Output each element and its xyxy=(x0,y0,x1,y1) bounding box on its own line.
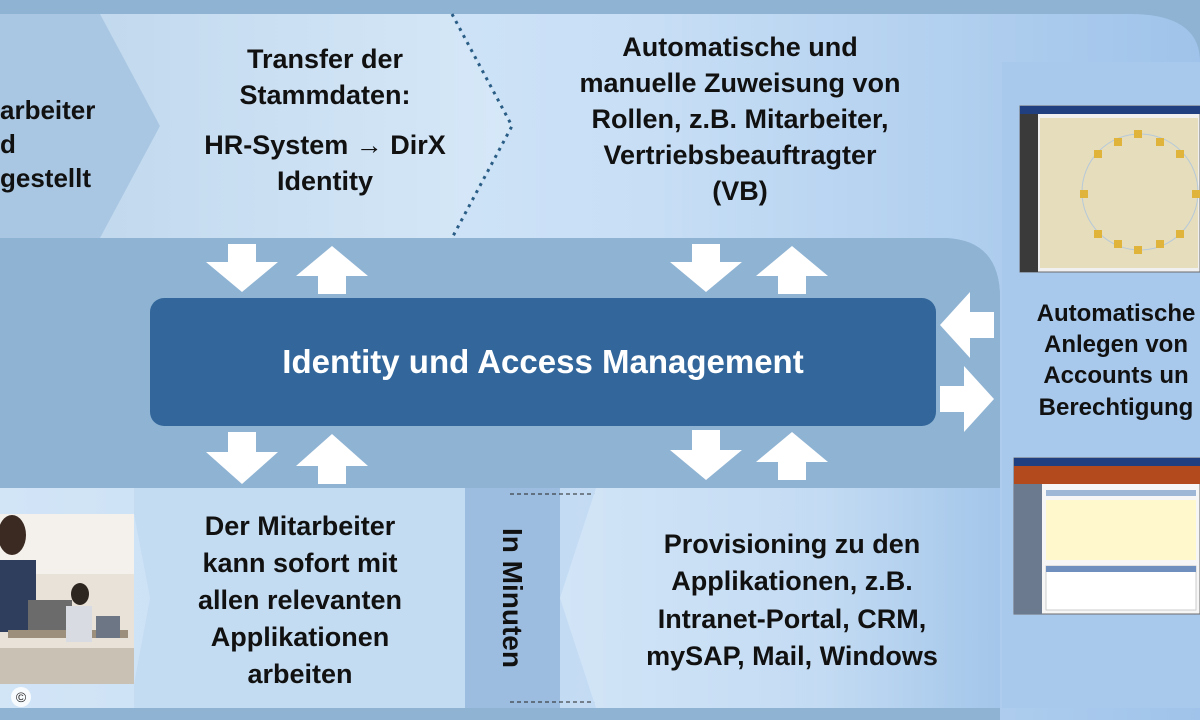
arrow-down-tr xyxy=(670,244,742,292)
employee-text: Der Mitarbeiter kann sofort mit allen re… xyxy=(150,508,450,693)
arrows xyxy=(206,244,994,484)
employee-line-5: arbeiten xyxy=(247,658,353,689)
employee-line-1: Der Mitarbeiter xyxy=(204,511,396,541)
employee-chevron xyxy=(134,488,465,708)
provisioning-chevron xyxy=(560,488,1000,708)
arrow-down-tl xyxy=(206,244,278,292)
right-line-1: Automatische xyxy=(1036,300,1196,327)
roles-text: Automatische und manuelle Zuweisung von … xyxy=(520,30,960,210)
transfer-chevron xyxy=(100,14,512,238)
arrow-up-bl xyxy=(296,434,368,484)
provisioning-line-4: mySAP, Mail, Windows xyxy=(646,640,938,671)
provisioning-line-2: Applikationen, z.B. xyxy=(671,566,913,597)
provisioning-line-3: Intranet-Portal, CRM, xyxy=(657,603,927,634)
transfer-system: HR-System → DirX xyxy=(204,129,446,160)
right-line-2: Anlegen von xyxy=(1043,331,1188,359)
left-chevron-top xyxy=(0,14,160,238)
roles-line-2: manuelle Zuweisung von xyxy=(579,67,901,98)
right-line-4: Berechtigung xyxy=(1038,393,1194,421)
transfer-line-2: Stammdaten: xyxy=(239,79,411,110)
role-graph-screenshot xyxy=(1019,105,1200,273)
right-line-3: Accounts un xyxy=(1043,362,1189,390)
arrow-up-br xyxy=(756,432,828,480)
provisioning-text: Provisioning zu den Applikationen, z.B. … xyxy=(600,526,984,675)
arrow-up-tr xyxy=(756,246,828,294)
employee-line-3: allen relevanten xyxy=(197,584,403,615)
arrow-right-right xyxy=(940,366,994,432)
employee-line-2: kann sofort mit xyxy=(202,547,398,578)
provisioning-screenshot xyxy=(1013,457,1200,615)
arrow-down-br xyxy=(670,430,742,480)
iam-label: Identity und Access Management xyxy=(282,343,804,380)
arrow-up-tl xyxy=(296,246,368,294)
arrow-left-right xyxy=(940,292,994,358)
in-minutes-column xyxy=(465,488,560,708)
roles-line-5: (VB) xyxy=(712,175,768,206)
provisioning-line-1: Provisioning zu den xyxy=(663,529,921,559)
roles-line-1: Automatische und xyxy=(622,32,858,62)
roles-line-3: Rollen, z.B. Mitarbeiter, xyxy=(591,103,889,134)
copyright-icon: © xyxy=(11,687,31,707)
transfer-text: Transfer der Stammdaten: HR-System → Dir… xyxy=(160,42,490,200)
transfer-line-1: Transfer der xyxy=(246,44,404,74)
dotted-separator xyxy=(450,13,514,239)
right-text: Automatische Anlegen von Accounts un Ber… xyxy=(1016,298,1200,423)
top-left-line-3: gestellt xyxy=(0,162,92,193)
top-left-line-1: arbeiter xyxy=(0,95,96,125)
iam-box xyxy=(150,298,936,426)
top-left-text: arbeiter d gestellt xyxy=(0,94,95,195)
in-minutes-text: In Minuten xyxy=(497,528,528,668)
roles-line-4: Vertriebsbeauftragter xyxy=(603,139,877,170)
employee-line-4: Applikationen xyxy=(210,621,390,652)
arrow-down-bl xyxy=(206,432,278,484)
transfer-identity: Identity xyxy=(276,165,373,196)
top-left-line-2: d xyxy=(0,128,16,159)
